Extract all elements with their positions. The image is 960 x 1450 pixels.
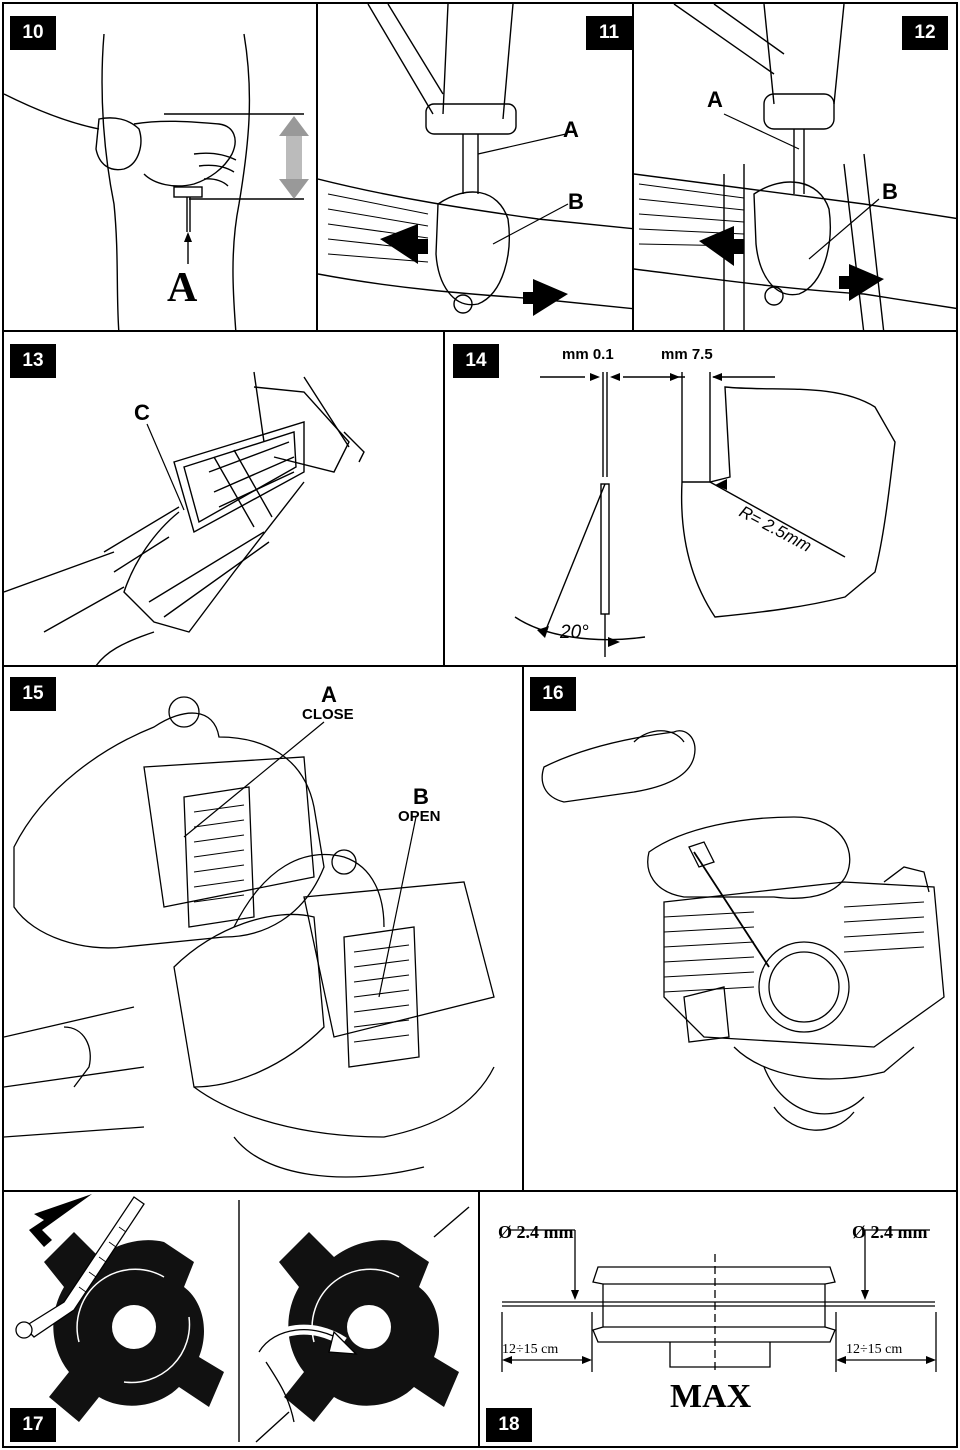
figure-number: 15 [10, 677, 56, 711]
carburetor-adjust-illustration [541, 730, 945, 1131]
label-b: B [413, 784, 429, 809]
figure-16: 16 [522, 665, 958, 1192]
figure-number: 12 [902, 16, 948, 50]
trimmer-head-line-diagram [501, 1229, 937, 1372]
diameter-left-label: Ø 2.4 mm [498, 1222, 574, 1242]
length-left-label: 12÷15 cm [502, 1342, 559, 1357]
figure-number: 16 [530, 677, 576, 711]
label-a: A [321, 682, 337, 707]
strap-hook-illustration [318, 4, 632, 316]
figure-number: 11 [586, 16, 632, 50]
figure-number: 14 [453, 344, 499, 378]
hip-harness-illustration [4, 33, 309, 330]
label-b: B [568, 189, 584, 214]
label-a-close: CLOSE [302, 706, 354, 723]
strap-hook-alt-illustration [634, 4, 956, 330]
blade-file-illustration [15, 1194, 470, 1443]
figure-13: 13 C [2, 330, 445, 667]
figure-15: 15 [2, 665, 524, 1192]
figure-14: 14 mm 0.1 mm 7.5 R= 2.5mm 20° [443, 330, 958, 667]
label-a: A [167, 265, 198, 311]
figure-number: 13 [10, 344, 56, 378]
label-c: C [134, 400, 150, 425]
figure-number: 17 [10, 1408, 56, 1442]
label-a: A [563, 117, 579, 142]
figure-number: 10 [10, 16, 56, 50]
figure-10: 10 A [2, 2, 318, 332]
figure-18: 18 Ø 2.4 mm Ø 2.4 mm 12÷15 cm [478, 1190, 958, 1448]
figure-11: 11 A B [316, 2, 634, 332]
figure-number: 18 [486, 1408, 532, 1442]
gap-label: mm 0.1 [562, 346, 614, 363]
strap-buckle-illustration [4, 371, 365, 665]
length-right-label: 12÷15 cm [846, 1342, 903, 1357]
label-b: B [882, 179, 898, 204]
figure-17: 17 [2, 1190, 480, 1448]
figure-12: 12 A B [632, 2, 958, 332]
diameter-right-label: Ø 2.4 mm [852, 1222, 928, 1242]
width-label: mm 7.5 [661, 346, 713, 363]
max-label: MAX [670, 1378, 752, 1415]
choke-lever-illustration [4, 696, 495, 1178]
blade-sharpening-diagram [514, 372, 896, 657]
label-b-open: OPEN [398, 808, 441, 825]
label-a: A [707, 87, 723, 112]
angle-label: 20° [560, 622, 589, 643]
